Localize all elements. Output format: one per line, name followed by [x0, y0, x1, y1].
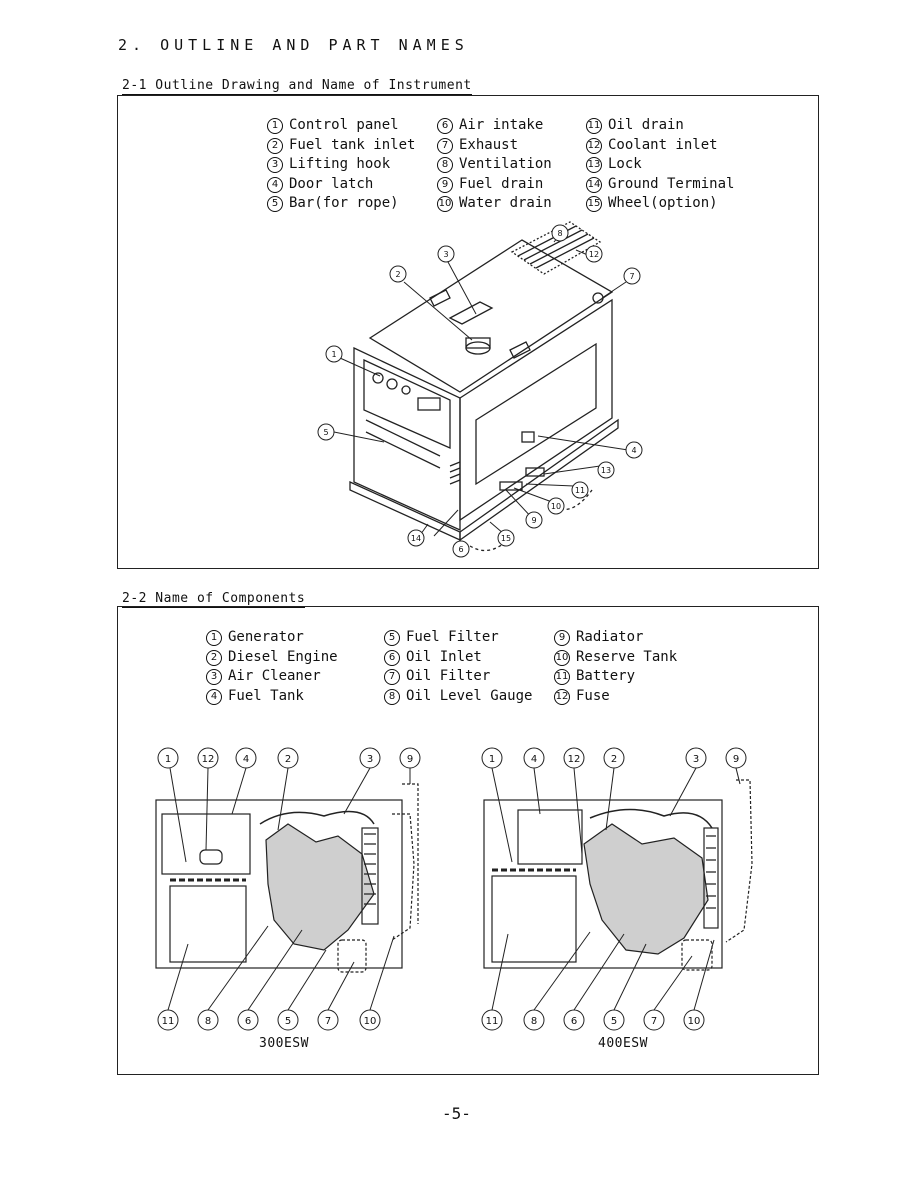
callout-oil-inlet: 6 — [571, 1016, 577, 1027]
section-heading-components: 2-2 Name of Components — [122, 591, 306, 608]
callout-air-cleaner: 3 — [693, 754, 699, 765]
model-400esw-drawing: 1 4 12 2 3 9 11 8 6 5 7 10 — [481, 747, 753, 1031]
callout-oil-level-gauge: 8 — [531, 1016, 537, 1027]
callout-fuel-filter: 5 — [611, 1016, 617, 1027]
callout-radiator: 9 — [733, 754, 739, 765]
callout-oil-filter: 7 — [651, 1016, 657, 1027]
components-frame — [117, 606, 819, 1075]
callout-diesel-engine: 2 — [611, 754, 617, 765]
callout-11: 11 — [575, 486, 585, 495]
callout-15: 15 — [501, 534, 511, 543]
outline-drawing-frame — [117, 95, 819, 569]
callout-8: 8 — [557, 229, 562, 238]
callout-generator: 1 — [489, 754, 495, 765]
callout-3: 3 — [443, 250, 448, 259]
section-heading-outline: 2-1 Outline Drawing and Name of Instrume… — [122, 78, 472, 95]
callout-9: 9 — [531, 516, 536, 525]
callout-oil-inlet: 6 — [245, 1016, 251, 1027]
callout-oil-filter: 7 — [325, 1016, 331, 1027]
model-300esw-drawing: 1 12 4 2 3 9 11 8 6 5 7 10 — [155, 747, 421, 1031]
callout-radiator: 9 — [407, 754, 413, 765]
model-label-300esw: 300ESW — [259, 1036, 309, 1051]
page-title: 2. OUTLINE AND PART NAMES — [118, 36, 469, 54]
callout-7: 7 — [629, 272, 634, 281]
callout-5: 5 — [323, 428, 328, 437]
page-number: -5- — [442, 1104, 471, 1123]
callout-13: 13 — [601, 466, 611, 475]
callout-14: 14 — [411, 534, 421, 543]
model-label-400esw: 400ESW — [598, 1036, 648, 1051]
callout-battery: 11 — [486, 1016, 499, 1027]
callout-fuel-tank: 4 — [243, 754, 249, 765]
callout-6: 6 — [458, 545, 463, 554]
callout-reserve-tank: 10 — [364, 1016, 377, 1027]
callout-fuel-tank: 4 — [531, 754, 537, 765]
callout-diesel-engine: 2 — [285, 754, 291, 765]
callout-4: 4 — [631, 446, 636, 455]
callout-fuel-filter: 5 — [285, 1016, 291, 1027]
callout-12: 12 — [589, 250, 599, 259]
callout-1: 1 — [331, 350, 336, 359]
generator-outline-drawing: 1 2 3 4 5 6 7 8 9 10 11 12 13 14 15 — [317, 221, 643, 558]
callout-battery: 11 — [162, 1016, 175, 1027]
callout-2: 2 — [395, 270, 400, 279]
callout-air-cleaner: 3 — [367, 754, 373, 765]
callout-reserve-tank: 10 — [688, 1016, 701, 1027]
callout-oil-level-gauge: 8 — [205, 1016, 211, 1027]
callout-fuse: 12 — [568, 754, 581, 765]
callout-10: 10 — [551, 502, 561, 511]
callout-fuse: 12 — [202, 754, 215, 765]
callout-generator: 1 — [165, 754, 171, 765]
